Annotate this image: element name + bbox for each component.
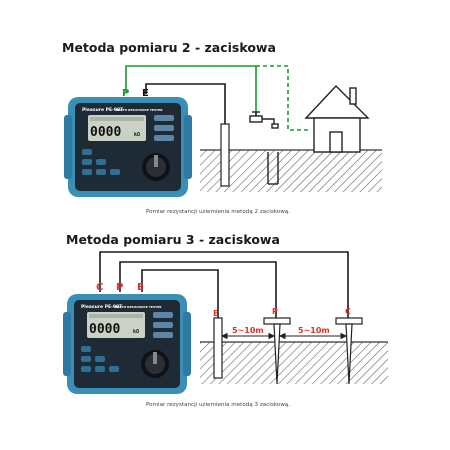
top-wires	[125, 65, 310, 131]
bottom-probe-c-label: C	[345, 307, 351, 316]
bottom-caption: Pomiar rezystancji uziemienia metodą 3 z…	[146, 402, 290, 408]
bottom-wires	[99, 251, 349, 318]
top-meter-unit: kΩ	[134, 132, 140, 138]
bottom-e-rod	[213, 317, 223, 379]
top-caption: Pomiar rezystancji uziemienia metodą 2 z…	[146, 209, 290, 215]
bottom-meter-unit: kΩ	[133, 329, 139, 335]
bottom-terminal-e: E	[137, 282, 144, 293]
bottom-c-probe	[335, 317, 363, 385]
bottom-meter-model: EARTH RESISTANCE TESTER	[115, 305, 162, 309]
bottom-meter: Pleasure PE-98T EARTH RESISTANCE TESTER …	[63, 294, 191, 394]
top-terminal-p: P	[122, 88, 129, 99]
top-house	[304, 84, 370, 153]
bottom-p-probe	[263, 317, 291, 385]
top-meter: Pleasure PE-98T EARTH RESISTANCE TESTER …	[64, 97, 192, 197]
top-ground-rod	[220, 123, 230, 187]
top-meter-brand: Pleasure PE-98T	[82, 107, 124, 113]
distance-label-1: 5~10m	[232, 326, 264, 335]
bottom-terminal-p: P	[116, 282, 123, 293]
top-meter-model: EARTH RESISTANCE TESTER	[116, 108, 163, 112]
bottom-terminal-c: C	[96, 282, 103, 293]
bottom-title: Metoda pomiaru 3 - zaciskowa	[66, 232, 280, 247]
bottom-meter-brand: Pleasure PE-98T	[81, 304, 123, 310]
top-terminal-e: E	[142, 88, 149, 99]
bottom-ground	[200, 341, 388, 384]
top-title: Metoda pomiaru 2 - zaciskowa	[62, 40, 276, 55]
top-ground	[200, 149, 382, 192]
top-water-pipe	[249, 111, 279, 185]
bottom-meter-display: 0000	[89, 322, 120, 337]
bottom-probe-p-label: P	[272, 307, 278, 316]
bottom-probe-e-label: E	[213, 309, 218, 318]
distance-label-2: 5~10m	[298, 326, 330, 335]
top-meter-display: 0000	[90, 125, 121, 140]
distance-arrows	[220, 332, 348, 340]
